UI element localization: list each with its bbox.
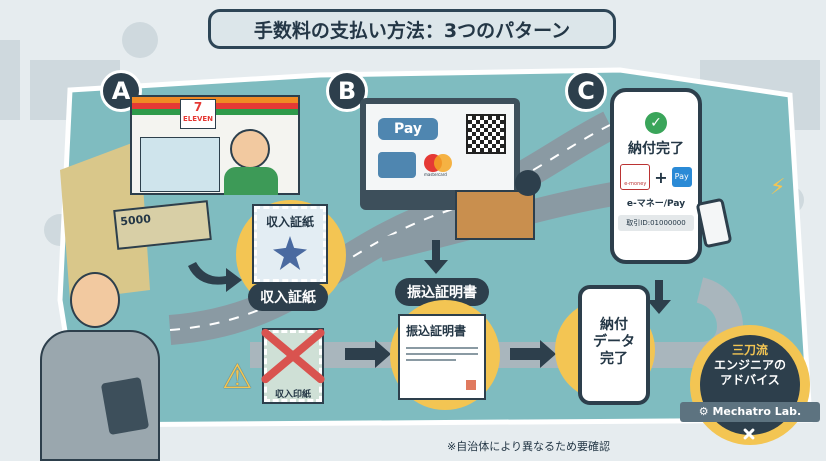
lightning-icon: ⚡ <box>770 175 786 200</box>
qr-code <box>466 114 506 154</box>
engineer-head <box>70 272 120 328</box>
emoney-logo: e-money <box>620 164 651 190</box>
gear-icon: ⚙ <box>698 405 713 418</box>
brand-name: Mechatro Lab. <box>712 405 802 418</box>
paulownia-icon <box>273 236 307 270</box>
page-title: 手数料の支払い方法：3つのパターン <box>208 9 616 49</box>
footnote: ※自治体により異なるため要確認 <box>447 440 610 453</box>
convenience-store: 7 ELEVEN <box>130 95 300 195</box>
warning-icon: ⚠ <box>222 357 253 397</box>
label-revenue-stamp: 収入証紙 <box>248 283 328 311</box>
mastercard-logo: mastercard <box>424 154 454 178</box>
desk <box>455 190 535 240</box>
crossed-stamp-text: 収入印紙 <box>274 390 311 400</box>
arrows <box>188 240 671 368</box>
check-icon: ✓ <box>645 112 667 134</box>
tools-icon <box>740 426 758 442</box>
map-land <box>60 140 150 300</box>
stamp-text: 収入証紙 <box>265 215 314 229</box>
document-title: 振込証明書 <box>406 324 467 338</box>
credit-card-icon <box>378 152 416 178</box>
badge-line2: エンジニアの <box>713 358 786 372</box>
plus-sign: + <box>654 167 668 187</box>
bill-amount: 5000 <box>119 212 152 229</box>
payment-method: e-マネー/Pay <box>626 199 686 209</box>
badge-line3: アドバイス <box>720 373 780 387</box>
store-sign: ELEVEN <box>182 115 214 123</box>
payment-status: 納付完了 <box>628 141 684 157</box>
transfer-certificate-document: 振込証明書 <box>398 314 486 400</box>
store-logo: 7 <box>193 100 203 114</box>
marker-c: C <box>565 70 607 112</box>
person-at-desk <box>515 170 541 196</box>
smartphone: ✓ 納付完了 e-money + Pay e-マネー/Pay 取引ID:0100… <box>610 88 702 264</box>
badge-line1: 三刀流 <box>731 343 768 357</box>
result-phone: 納付 データ 完了 <box>578 285 650 405</box>
clerk <box>230 129 270 169</box>
marker-a: A <box>100 70 142 112</box>
badge-ribbon: ⚙ Mechatro Lab. <box>680 402 820 422</box>
transaction-id: 取引ID:01000000 <box>618 215 694 231</box>
marker-b: B <box>326 70 368 112</box>
apple-pay-button: Pay <box>378 118 438 140</box>
revenue-stamp: 収入証紙 <box>252 204 328 284</box>
cross-icon <box>258 326 328 386</box>
pay-logo: Pay <box>671 167 692 187</box>
